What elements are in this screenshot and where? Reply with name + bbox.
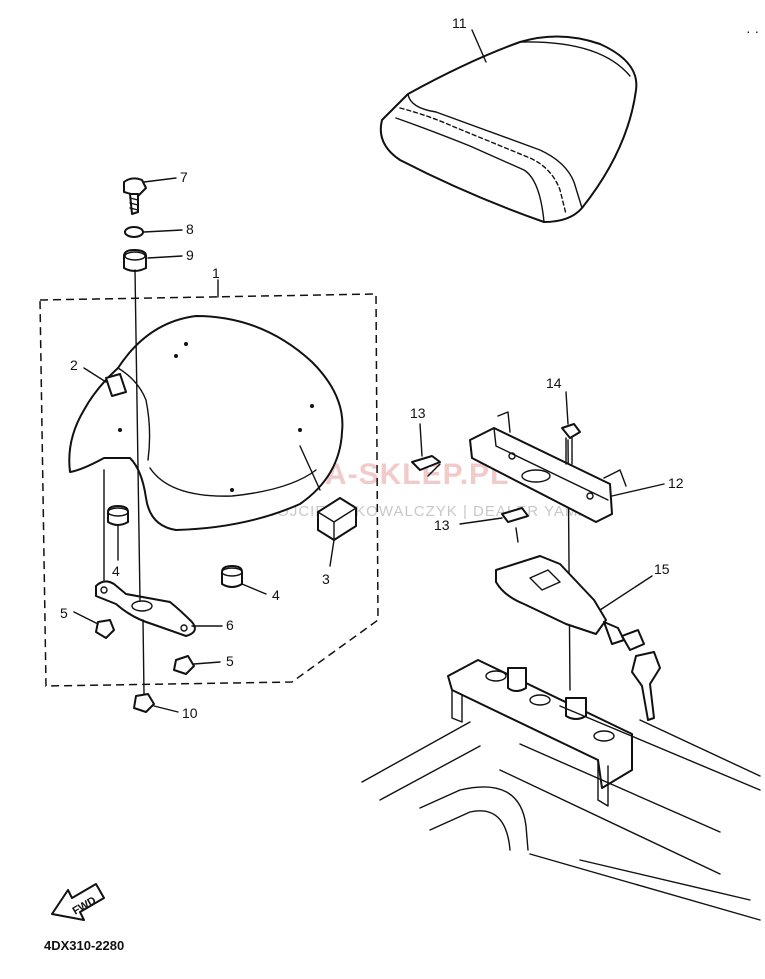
washer-part-8 bbox=[124, 226, 144, 238]
callout-4a: 4 bbox=[112, 563, 120, 579]
callout-14: 14 bbox=[546, 375, 562, 391]
seat-cushion-part-11 bbox=[379, 35, 638, 223]
pad-part-13b bbox=[501, 507, 529, 523]
nut-part-10 bbox=[133, 693, 155, 713]
callout-12: 12 bbox=[668, 475, 684, 491]
callout-1: 1 bbox=[212, 265, 220, 281]
bracket-part-6 bbox=[95, 580, 196, 637]
damper-part-4b bbox=[221, 565, 243, 588]
leader-lines bbox=[73, 29, 665, 713]
callout-8: 8 bbox=[186, 221, 194, 237]
corner-mark: · · bbox=[746, 23, 759, 39]
callout-4b: 4 bbox=[272, 587, 280, 603]
diagram-code: 4DX310-2280 bbox=[44, 938, 124, 953]
frame-rails bbox=[361, 659, 761, 921]
callout-7: 7 bbox=[180, 169, 188, 185]
seat-cowl-part-1 bbox=[68, 315, 344, 531]
clip-part-2 bbox=[105, 373, 127, 397]
bolt-part-14 bbox=[561, 423, 581, 465]
forward-arrow: FWD bbox=[51, 883, 105, 921]
nut-part-5b bbox=[173, 655, 195, 675]
pad-part-13a bbox=[411, 455, 441, 471]
callout-2: 2 bbox=[70, 357, 78, 373]
callout-10: 10 bbox=[182, 705, 198, 721]
seat-lock-part-15 bbox=[495, 555, 661, 721]
callout-5b: 5 bbox=[226, 653, 234, 669]
assembly-boundary bbox=[39, 293, 379, 687]
arrow-left-icon bbox=[51, 883, 105, 921]
callout-6: 6 bbox=[226, 617, 234, 633]
callout-3: 3 bbox=[322, 571, 330, 587]
callout-13a: 13 bbox=[410, 405, 426, 421]
callouts: 11 7 8 9 1 2 3 4 4 5 5 6 10 12 13 13 14 … bbox=[60, 15, 684, 721]
key-icon bbox=[631, 651, 661, 721]
callout-5a: 5 bbox=[60, 605, 68, 621]
callout-11: 11 bbox=[452, 15, 467, 31]
callout-15: 15 bbox=[654, 561, 670, 577]
bolt-part-7 bbox=[123, 177, 147, 215]
callout-13b: 13 bbox=[434, 517, 450, 533]
damper-part-4a bbox=[107, 505, 129, 526]
callout-9: 9 bbox=[186, 247, 194, 263]
nut-part-5a bbox=[95, 619, 115, 639]
grommet-part-9 bbox=[123, 249, 147, 272]
lock-bracket-part-12 bbox=[469, 411, 627, 523]
damper-part-3 bbox=[317, 497, 357, 541]
